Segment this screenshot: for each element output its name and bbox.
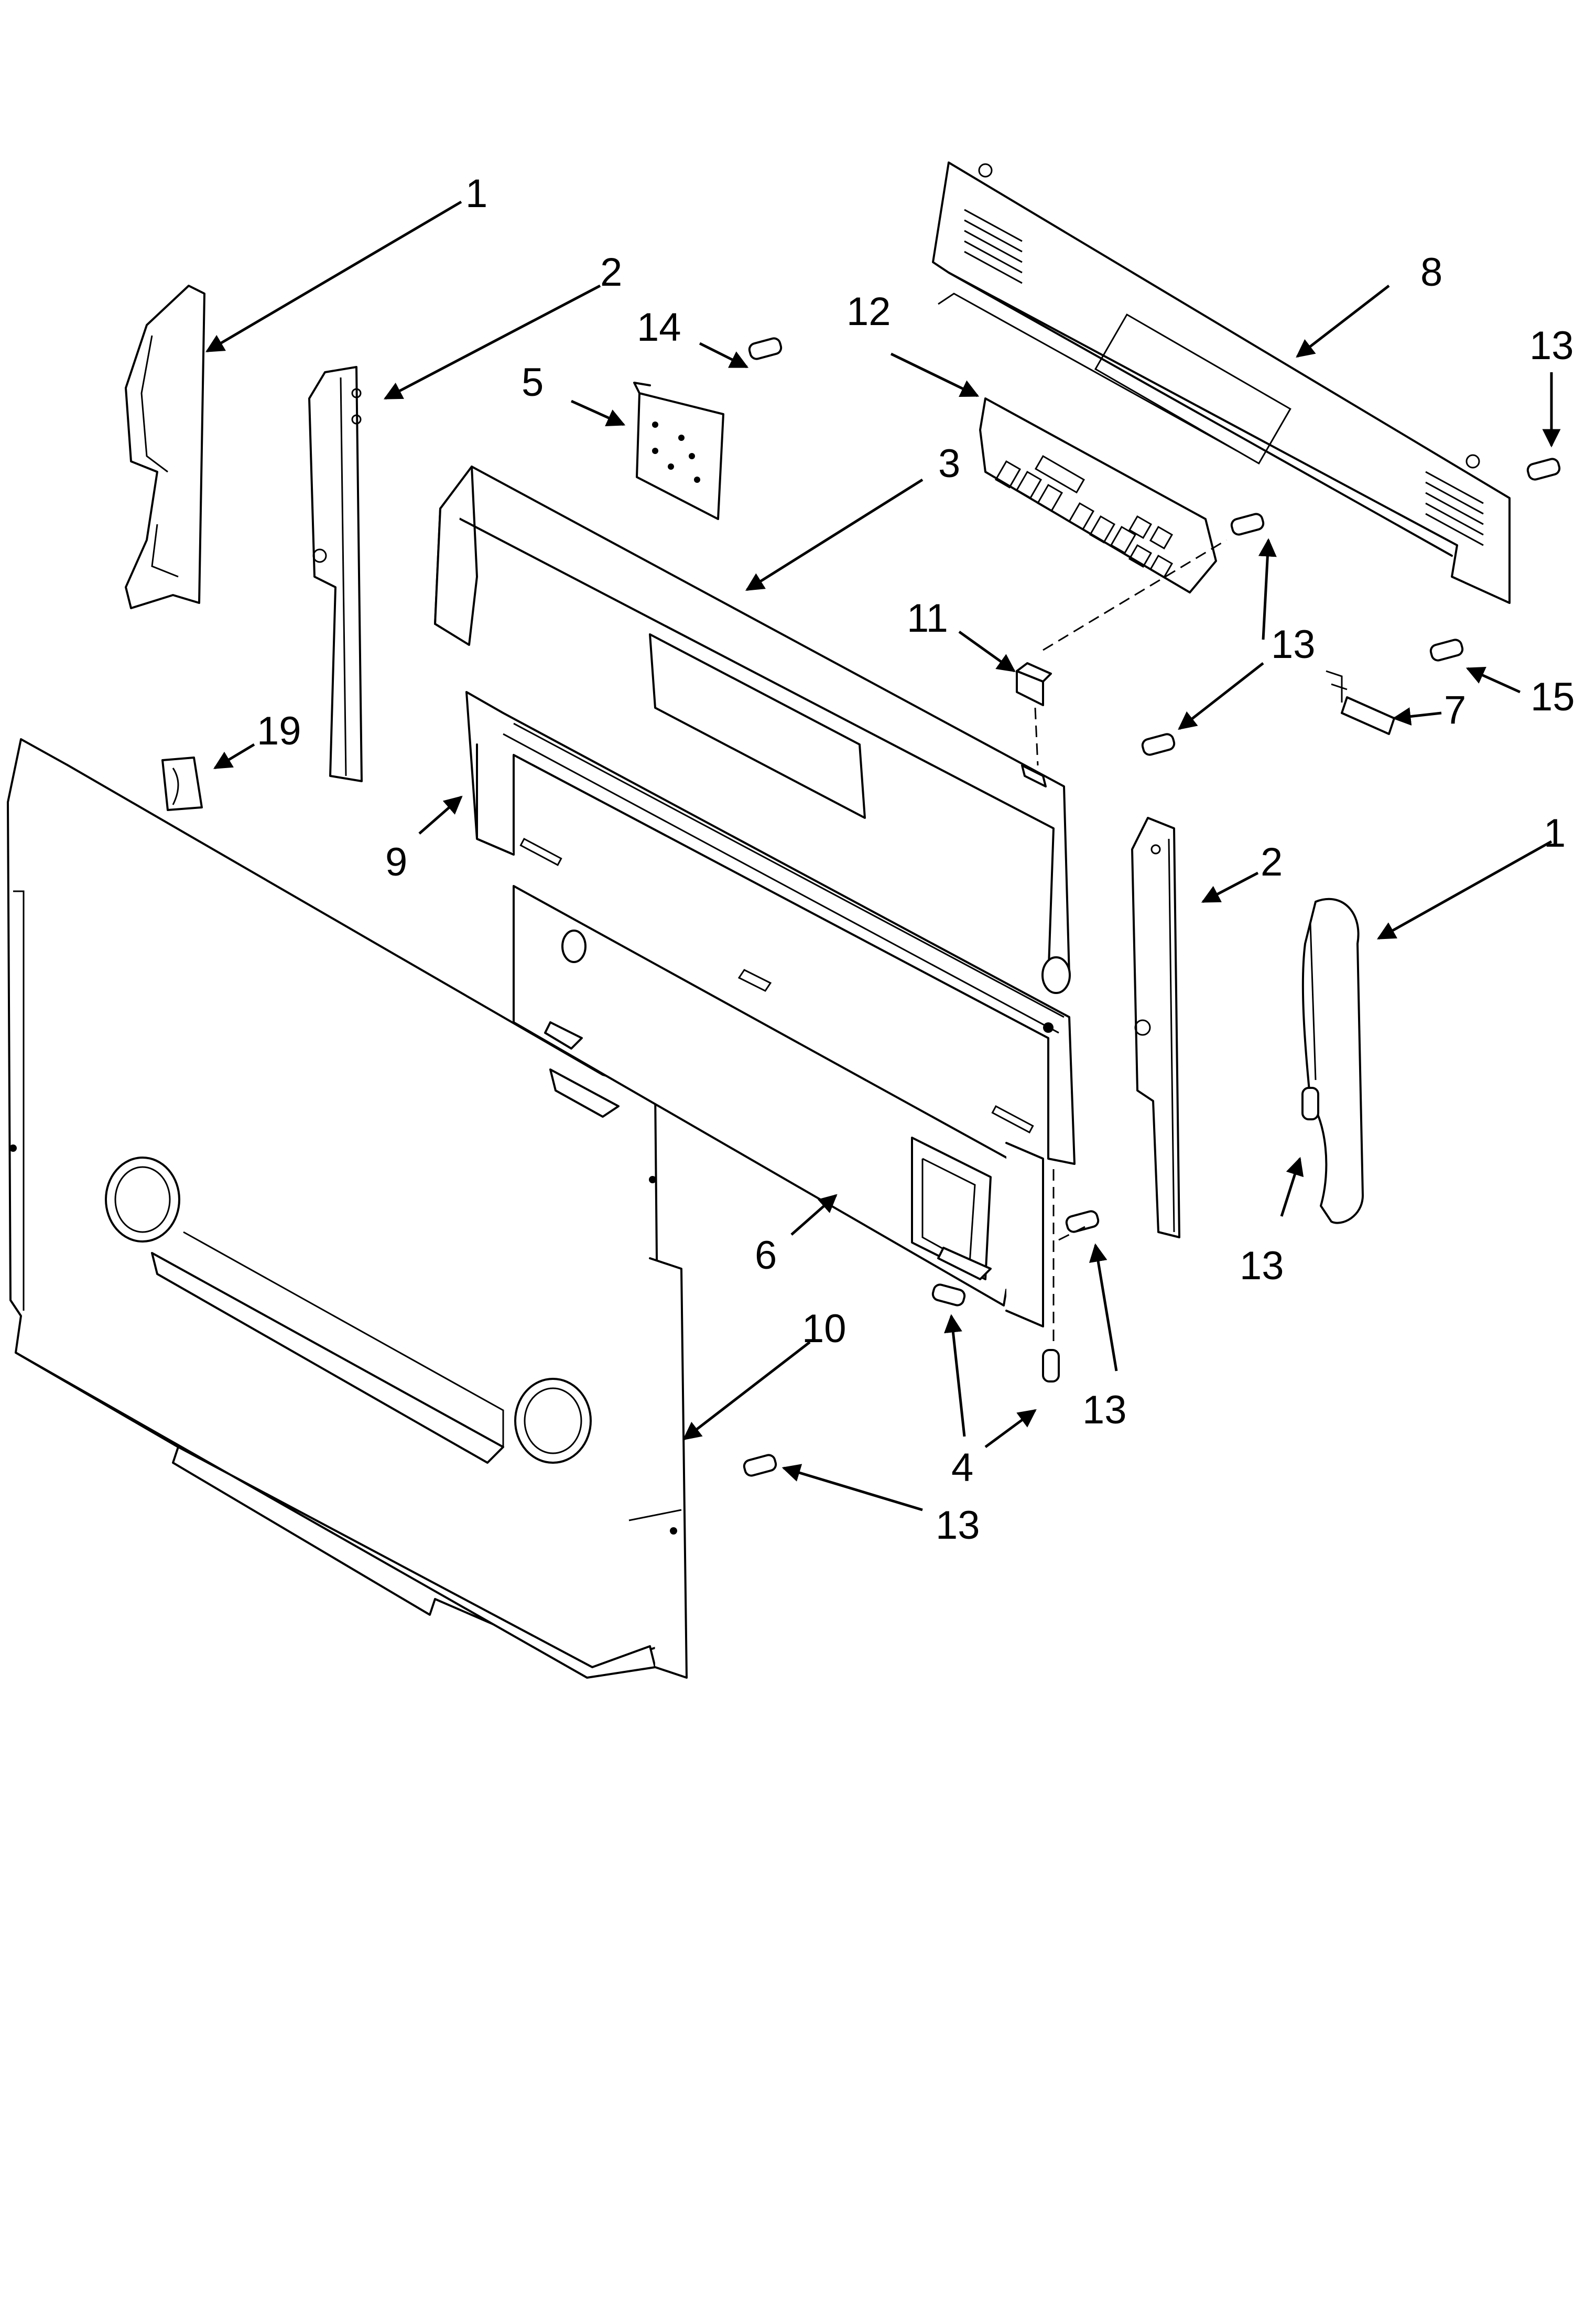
callout-8: 8 <box>1420 250 1442 295</box>
callout-3: 3 <box>938 441 960 486</box>
part-2-left-side-bracket <box>308 366 363 782</box>
part-6-shield-panel <box>513 885 1044 1327</box>
part-11-rocker-switch <box>1016 662 1052 706</box>
callout-13-console: 13 <box>1271 622 1316 667</box>
screw-13-top-right <box>1526 458 1561 481</box>
screw-14 <box>748 337 783 360</box>
callout-4: 4 <box>951 1445 973 1490</box>
screw-4-left <box>931 1283 966 1306</box>
screw-13-console <box>1230 513 1265 536</box>
part-7-bracket <box>1326 670 1395 735</box>
part-5-switch-plate <box>633 382 724 520</box>
callout-7: 7 <box>1444 688 1466 732</box>
callout-13-right-cap: 13 <box>1240 1244 1284 1288</box>
callout-15: 15 <box>1530 675 1575 719</box>
callout-9: 9 <box>385 840 407 884</box>
callout-19: 19 <box>257 709 301 753</box>
callout-2-right: 2 <box>1261 840 1283 884</box>
callout-1-left: 1 <box>465 171 487 216</box>
screw-13-frame <box>1141 733 1176 756</box>
screw-13-right-cap <box>1301 1087 1319 1120</box>
screw-13-lower-mid <box>1065 1210 1100 1233</box>
screws <box>743 337 1561 1477</box>
part-1-right-end-cap <box>1301 898 1364 1224</box>
callout-1-right: 1 <box>1544 811 1566 856</box>
callout-11: 11 <box>907 596 948 641</box>
screw-15 <box>1429 639 1464 662</box>
part-2-right-side-bracket <box>1131 817 1180 1238</box>
part-10-rear-panel <box>7 738 688 1679</box>
assembly-lines <box>1034 539 1227 1347</box>
leader-lines <box>205 200 1561 1511</box>
screw-13-bottom <box>743 1454 777 1477</box>
screw-4-right <box>1042 1349 1060 1383</box>
part-9-inner-frame <box>465 691 1076 1165</box>
part-8-rear-control-panel <box>932 161 1511 604</box>
part-3-console-backguard <box>434 466 1071 994</box>
part-19-clip <box>161 757 203 811</box>
callout-13-lower-mid: 13 <box>1082 1388 1127 1432</box>
callout-12: 12 <box>846 289 891 334</box>
callout-6: 6 <box>755 1233 777 1278</box>
callout-13-top-right: 13 <box>1529 323 1574 368</box>
callout-labels: 1 1 2 2 3 4 5 6 7 8 9 10 11 12 13 13 13 … <box>257 171 1575 1548</box>
callout-14: 14 <box>637 305 681 350</box>
part-12-electronic-control <box>979 397 1217 593</box>
callout-13-bottom: 13 <box>936 1503 980 1548</box>
callout-2-left: 2 <box>600 250 622 295</box>
callout-5: 5 <box>522 360 544 405</box>
part-1-left-end-cap <box>125 285 205 609</box>
callout-10: 10 <box>802 1306 846 1351</box>
